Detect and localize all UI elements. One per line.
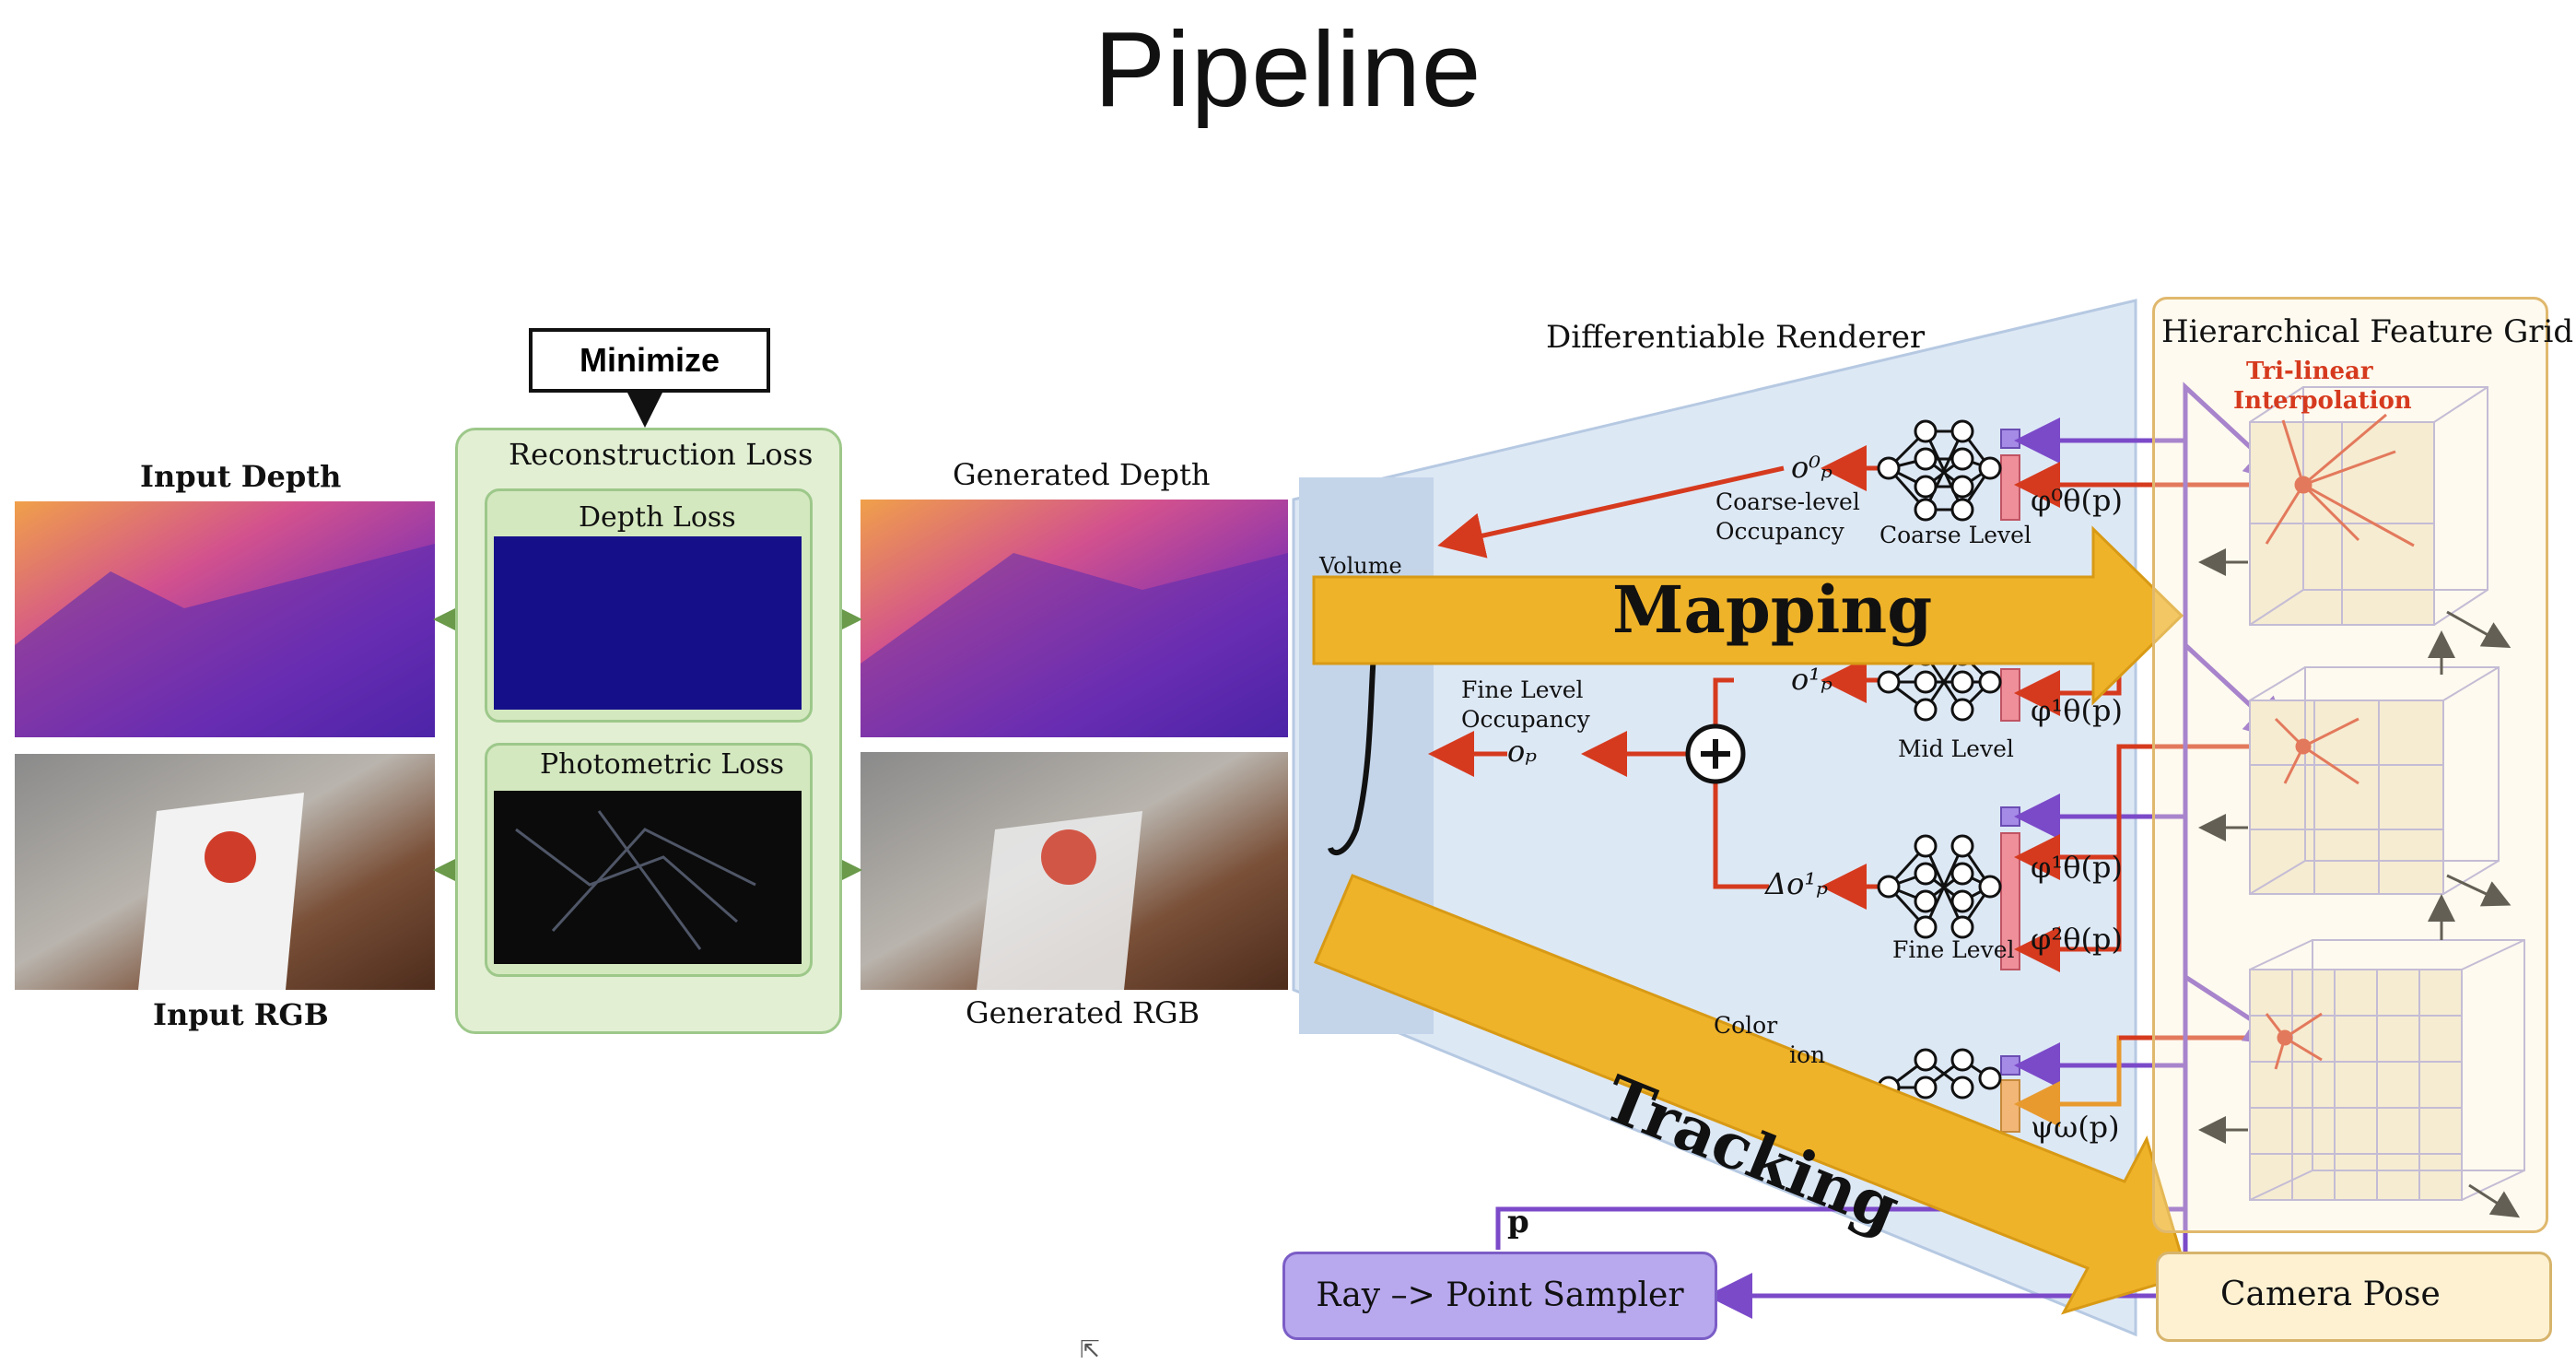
o-p-label: oₚ [1507, 734, 1538, 769]
mid-grid-cube [2249, 666, 2500, 895]
interpolation-star-fine [2265, 1012, 2323, 1070]
depth-loss-label: Depth Loss [579, 501, 736, 534]
fine-level-label: Fine Level [1892, 936, 2015, 963]
coarse-network-icon [1877, 419, 2002, 522]
slide-title: Pipeline [1094, 9, 1482, 129]
phi2-label: φ²θ(p) [2031, 922, 2123, 957]
ray-point-sampler-box: Ray –> Point Sampler [1282, 1252, 1717, 1340]
interpolation-star-coarse [2265, 413, 2415, 547]
trilinear-label-2: Interpolation [2233, 387, 2412, 415]
mid-level-label: Mid Level [1898, 735, 2014, 762]
input-rgb-label: Input RGB [153, 997, 329, 1032]
hierarchical-grid-panel [2152, 297, 2548, 1233]
o-p1-label: o¹ₚ [1791, 662, 1832, 697]
psi-label: ψω(p) [2031, 1110, 2120, 1145]
tracking-banner [1314, 874, 2189, 1315]
mapping-banner-label: Mapping [1612, 571, 1933, 648]
mapping-banner [1312, 525, 2184, 706]
reconstruction-loss-label: Reconstruction Loss [509, 437, 814, 472]
trilinear-label-1: Tri-linear [2246, 358, 2373, 385]
o-p0-label: o⁰ₚ [1791, 450, 1832, 485]
grid-title: Hierarchical Feature Grid [2161, 313, 2574, 350]
color-label-partial-2: ion [1789, 1041, 1826, 1068]
renderer-title: Differentiable Renderer [1546, 319, 1926, 356]
coarse-occupancy-label-2: Occupancy [1715, 518, 1844, 545]
fine-occupancy-label-1: Fine Level [1461, 676, 1584, 703]
generated-rgb-label: Generated RGB [966, 995, 1200, 1030]
camera-pose-label: Camera Pose [2220, 1276, 2441, 1313]
coarse-occupancy-label-1: Coarse-level [1715, 488, 1860, 515]
fine-network-icon [1877, 834, 2002, 939]
minimize-box: Minimize [529, 328, 770, 393]
delta-o-label: Δo¹ₚ [1765, 866, 1828, 901]
phi0-label: φ⁰θ(p) [2031, 483, 2123, 518]
color-label-partial: Color [1714, 1012, 1778, 1039]
coarse-level-label: Coarse Level [1879, 522, 2032, 548]
camera-pose-box [2156, 1252, 2552, 1342]
interpolation-star-mid [2274, 717, 2359, 785]
fine-occupancy-label-2: Occupancy [1461, 706, 1590, 733]
photometric-loss-label: Photometric Loss [540, 748, 784, 781]
mouse-cursor-icon: ⇱ [1080, 1336, 1100, 1364]
p-label: p [1507, 1204, 1529, 1241]
input-depth-label: Input Depth [140, 459, 342, 494]
phi1-fine-label: φ¹θ(p) [2031, 850, 2123, 885]
generated-depth-label: Generated Depth [953, 457, 1211, 492]
phi1-mid-label: φ¹θ(p) [2031, 693, 2123, 728]
fine-grid-cube [2249, 939, 2525, 1201]
volume-label-partial: Volume [1319, 553, 1402, 579]
